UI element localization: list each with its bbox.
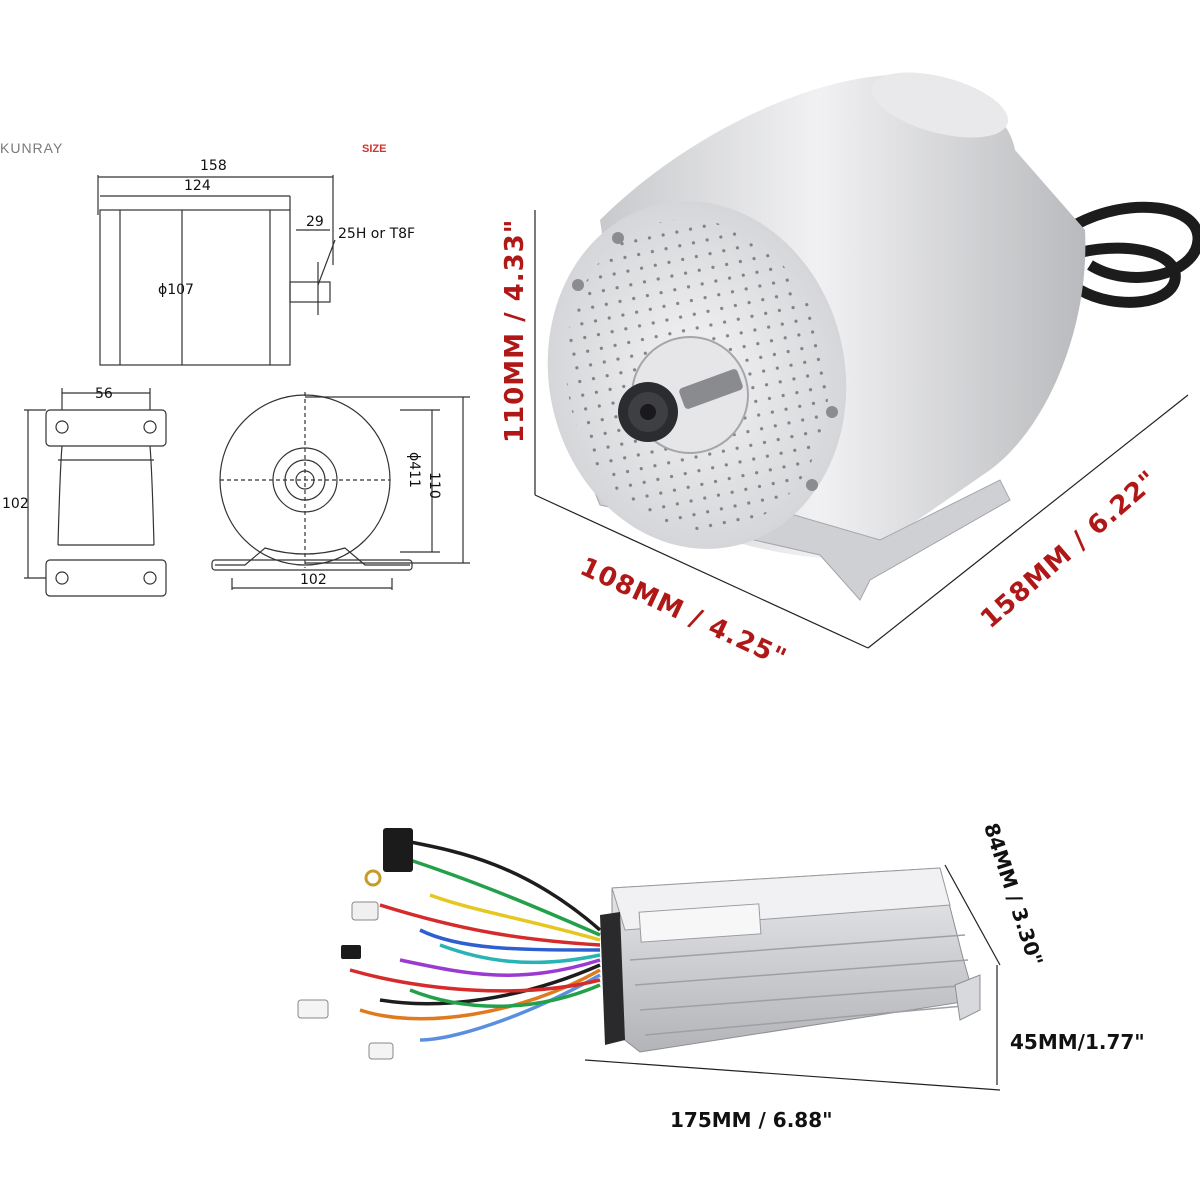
size-tag: SIZE [362,143,387,155]
connector-black [383,828,413,872]
motor-shaft [679,369,743,409]
controller-depth-label: 45MM/1.77" [1010,1030,1145,1054]
cable-gland-block [600,912,625,1045]
dim-sprocket: 25H or T8F [338,226,416,242]
cable-loop-1 [1072,201,1200,283]
connector-black-2 [341,945,361,959]
brand-watermark: KUNRAY [0,140,64,156]
dim-body-length: 124 [184,178,211,194]
dim-base-width: 56 [95,386,113,402]
connector-white-1 [351,901,379,921]
dim-diameter: ϕ107 [158,282,194,298]
dim-shaft-length: 29 [306,214,324,230]
connector-white-3 [368,1042,394,1060]
cable-loop-2 [1068,242,1181,308]
connector-white-2 [297,999,329,1019]
dim-base-height: 102 [2,496,29,512]
dim-overall-length: 158 [200,158,227,174]
controller-length-label: 175MM / 6.88" [670,1108,833,1132]
controller-label-plate [638,903,762,943]
dim-front-width: 102 [300,572,327,588]
shaft [289,281,331,303]
base-top-plate [45,409,167,447]
